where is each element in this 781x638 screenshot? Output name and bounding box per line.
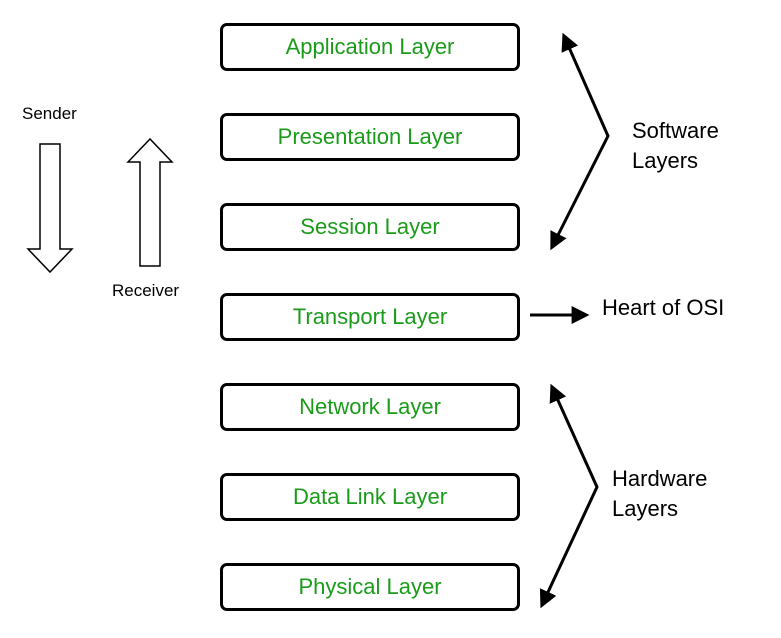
- application-layer-label: Application Layer: [285, 34, 455, 59]
- sender-down-arrow-icon: [26, 143, 74, 274]
- physical-layer-label: Physical Layer: [298, 574, 442, 599]
- hardware-layers-label: Hardware Layers: [612, 464, 707, 524]
- software-layers-label: Software Layers: [632, 116, 719, 176]
- software-label-line2: Layers: [632, 148, 699, 173]
- transport-layer-box: Transport Layer: [220, 293, 520, 341]
- hardware-label-line2: Layers: [612, 496, 679, 521]
- receiver-label: Receiver: [112, 281, 180, 300]
- software-bracket-arrow-icon: [550, 32, 610, 251]
- transport-layer-label: Transport Layer: [292, 304, 448, 329]
- hardware-bracket-arrow-icon: [539, 383, 599, 609]
- data-link-layer-box: Data Link Layer: [220, 473, 520, 521]
- sender-label: Sender: [22, 104, 77, 123]
- session-layer-box: Session Layer: [220, 203, 520, 251]
- session-layer-label: Session Layer: [300, 214, 440, 239]
- network-layer-label: Network Layer: [299, 394, 441, 419]
- physical-layer-box: Physical Layer: [220, 563, 520, 611]
- presentation-layer-box: Presentation Layer: [220, 113, 520, 161]
- receiver-up-arrow-icon: [126, 137, 174, 267]
- data-link-layer-label: Data Link Layer: [292, 484, 448, 509]
- software-label-line1: Software: [632, 118, 719, 143]
- heart-of-osi-label: Heart of OSI: [602, 295, 725, 320]
- hardware-label-line1: Hardware: [612, 466, 708, 491]
- network-layer-box: Network Layer: [220, 383, 520, 431]
- presentation-layer-label: Presentation Layer: [277, 124, 463, 149]
- application-layer-box: Application Layer: [220, 23, 520, 71]
